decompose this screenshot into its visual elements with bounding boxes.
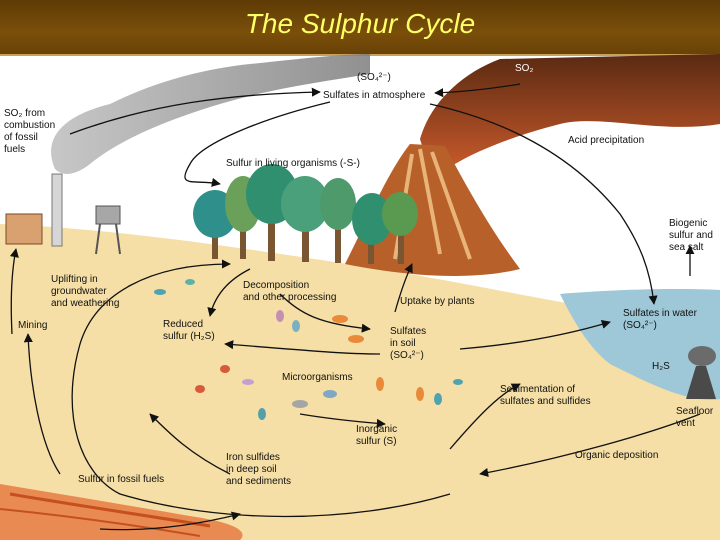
arrow-fossil-fuels xyxy=(99,511,241,531)
label-fossil-fuels: Sulfur in fossil fuels xyxy=(78,474,164,485)
arrow-organic-deposition xyxy=(479,413,701,477)
arrow-uptake xyxy=(394,263,413,313)
label-sulfates-water-line1: Sulfates in water xyxy=(623,308,698,319)
label-reduced-line1: Reduced xyxy=(163,319,203,330)
label-organic-deposition: Organic deposition xyxy=(575,450,658,461)
label-iron-line2: in deep soil xyxy=(226,464,277,475)
label-mining: Mining xyxy=(18,320,47,331)
label-sulfates-water-line2: (SO₄²⁻) xyxy=(623,320,657,331)
label-biogenic-line2: sulfur and xyxy=(669,230,713,241)
label-so2-volcano: SO₂ xyxy=(515,63,533,74)
label-h2s: H₂S xyxy=(652,361,670,372)
arrow-reduced-cycle xyxy=(224,340,381,355)
label-biogenic-line1: Biogenic xyxy=(669,218,707,229)
label-so2-from-line3: of fossil xyxy=(4,132,38,143)
label-inorganic-line2: sulfur (S) xyxy=(356,436,397,447)
fossil-fuel-streak xyxy=(9,492,211,528)
arrow-volcano-to-atmosphere xyxy=(434,83,521,98)
arrow-atmosphere-to-living xyxy=(184,101,331,187)
label-iron-line1: Iron sulfides xyxy=(226,452,280,463)
label-decomposition-line1: Decomposition xyxy=(243,280,309,291)
label-uplifting-line1: Uplifting in xyxy=(51,274,98,285)
arrow-big-loop xyxy=(71,259,451,518)
factory-building xyxy=(5,213,43,245)
label-biogenic-line3: sea salt xyxy=(669,242,704,253)
arrow-decomposition xyxy=(207,268,251,317)
soil-ground xyxy=(0,224,720,540)
sulphur-cycle-diagram: (SO₄²⁻) Sulfates in atmosphere SO₂ SO₂ f… xyxy=(0,54,720,540)
label-sulfates-soil-line3: (SO₄²⁻) xyxy=(390,350,424,361)
label-iron-line3: and sediments xyxy=(226,476,291,487)
label-sulfates-soil-line2: in soil xyxy=(390,338,416,349)
microorganisms xyxy=(154,279,463,420)
arrow-mining xyxy=(23,333,61,475)
factory-smoke xyxy=(51,54,370,174)
arrow-acid-precipitation xyxy=(429,103,658,305)
arrow-inorganic xyxy=(299,413,386,428)
trees xyxy=(193,164,418,264)
label-sedimentation-line1: Sedimentation of xyxy=(500,384,575,395)
label-seafloor-line2: vent xyxy=(676,418,695,429)
label-seafloor-line1: Seafloor xyxy=(676,406,714,417)
label-so2-from-line2: combustion xyxy=(4,120,55,131)
arrow-so2-to-atmosphere xyxy=(69,87,321,135)
title-bar: The Sulphur Cycle xyxy=(0,0,720,56)
label-uplifting-line3: and weathering xyxy=(51,298,119,309)
label-so2-from-line1: SO₂ from xyxy=(4,108,45,119)
slide-title: The Sulphur Cycle xyxy=(244,8,476,39)
arrow-sedimentation xyxy=(449,383,521,450)
label-reduced-line2: sulfur (H₂S) xyxy=(163,331,215,342)
seafloor-vent xyxy=(686,366,716,399)
label-uptake-plants: Uptake by plants xyxy=(400,296,475,307)
label-so2-from-line4: fuels xyxy=(4,144,25,155)
label-so4-atmosphere: (SO₄²⁻) xyxy=(357,72,391,83)
label-acid-precipitation: Acid precipitation xyxy=(568,135,644,146)
cycle-arrows xyxy=(9,83,701,531)
label-microorganisms: Microorganisms xyxy=(282,372,353,383)
label-uplifting-line2: groundwater xyxy=(51,286,107,297)
volcanic-smoke xyxy=(420,54,720,166)
arrow-iron-sulfides xyxy=(149,413,231,475)
fossil-fuel-streak xyxy=(0,508,201,537)
label-sulfates-soil-line1: Sulfates xyxy=(390,326,426,337)
label-inorganic-line1: Inorganic xyxy=(356,424,397,435)
arrow-soil-to-water xyxy=(459,319,611,350)
water-tower xyxy=(95,205,121,225)
vent-plume xyxy=(688,346,716,366)
label-sedimentation-line2: sulfates and sulfides xyxy=(500,396,591,407)
label-living-organisms: Sulfur in living organisms (-S-) xyxy=(226,158,360,169)
arrow-uplifting xyxy=(9,248,19,335)
label-sulfates-atmosphere: Sulfates in atmosphere xyxy=(323,90,426,101)
factory-chimney xyxy=(51,173,63,247)
arrow-living-to-soil xyxy=(279,293,371,333)
sea-water xyxy=(560,289,720,400)
water-tower-legs xyxy=(95,223,121,255)
label-decomposition-line2: and other processing xyxy=(243,292,336,303)
